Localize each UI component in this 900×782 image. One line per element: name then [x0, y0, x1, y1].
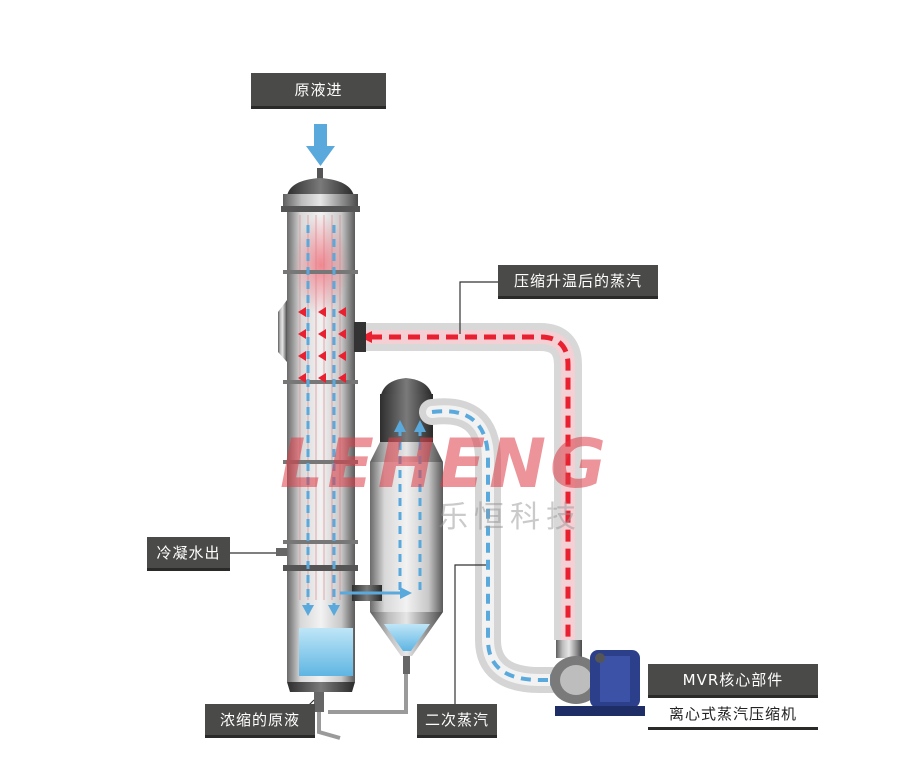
heating-steam-arrows: [298, 307, 346, 383]
discharge-piping: [317, 674, 408, 740]
compressed-steam-pipe: [354, 322, 582, 640]
brand-watermark-cn: 乐恒科技: [438, 500, 582, 535]
label-feed-in: 原液进: [251, 73, 386, 109]
brand-watermark: LEHENG: [280, 425, 610, 504]
label-mvr-core: MVR核心部件: [648, 664, 818, 698]
label-compressed-steam: 压缩升温后的蒸汽: [498, 265, 658, 299]
centrifugal-compressor: [550, 640, 645, 716]
connector-pipe: [340, 585, 412, 601]
feed-arrow: [306, 124, 335, 180]
vapor-liquid-separator: [370, 378, 443, 674]
label-compressor: 离心式蒸汽压缩机: [648, 700, 818, 730]
falling-film-evaporator: [276, 178, 360, 712]
label-secondary-steam: 二次蒸汽: [417, 704, 497, 738]
label-condensate-out: 冷凝水出: [147, 537, 230, 571]
label-concentrate: 浓缩的原液: [205, 704, 315, 738]
